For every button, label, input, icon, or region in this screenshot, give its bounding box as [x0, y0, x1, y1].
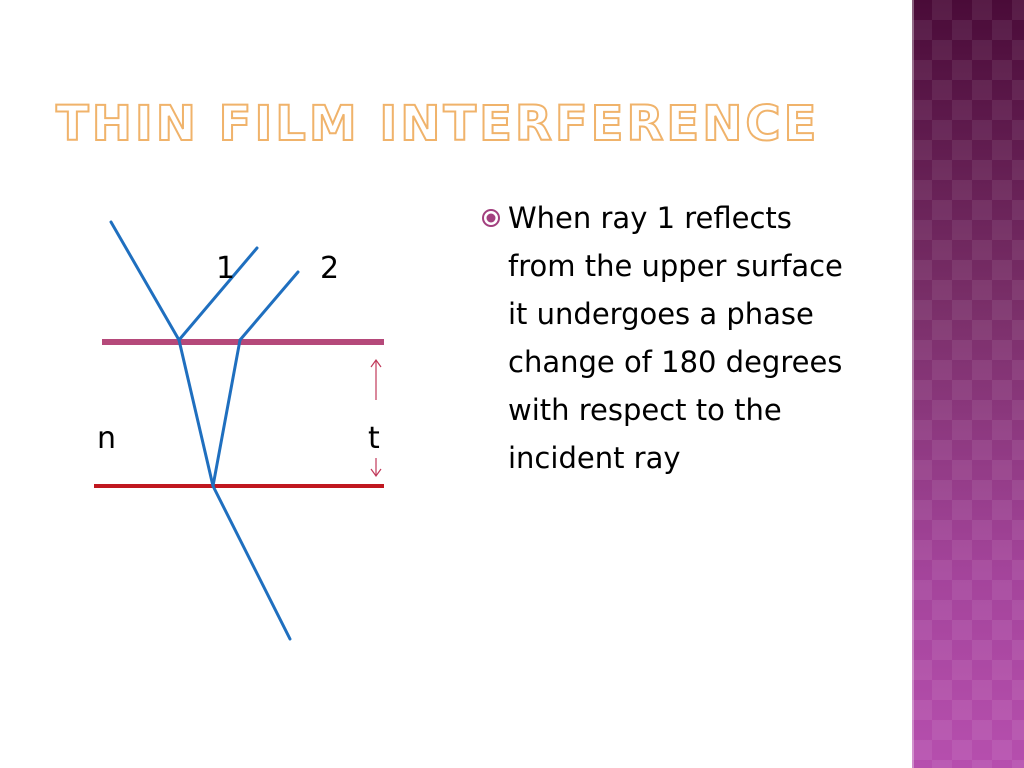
rays: [109, 220, 300, 641]
bullet-circle-icon: [480, 194, 508, 242]
thickness-arrow: [370, 358, 382, 478]
refractive-index-label: n: [97, 421, 116, 456]
incident-ray: [109, 220, 181, 342]
thin-film-diagram: 1 2 n t: [94, 220, 384, 641]
bullet-list: When ray 1 reflects from the upper surfa…: [480, 194, 900, 482]
bullet-text: When ray 1 reflects from the upper surfa…: [508, 201, 843, 475]
ray-2-label: 2: [320, 251, 339, 286]
refracted-ray-down: [177, 338, 215, 488]
transmitted-ray: [211, 484, 292, 641]
decorative-sidebar: [912, 0, 1024, 768]
ray-1-label: 1: [216, 251, 235, 286]
internal-reflected-ray: [211, 338, 242, 488]
reflected-ray-1: [177, 246, 259, 342]
thickness-label: t: [368, 421, 380, 456]
bullet-item: When ray 1 reflects from the upper surfa…: [480, 194, 900, 482]
reflected-ray-2: [238, 270, 300, 342]
slide-title: Thin film interference: [55, 96, 820, 152]
